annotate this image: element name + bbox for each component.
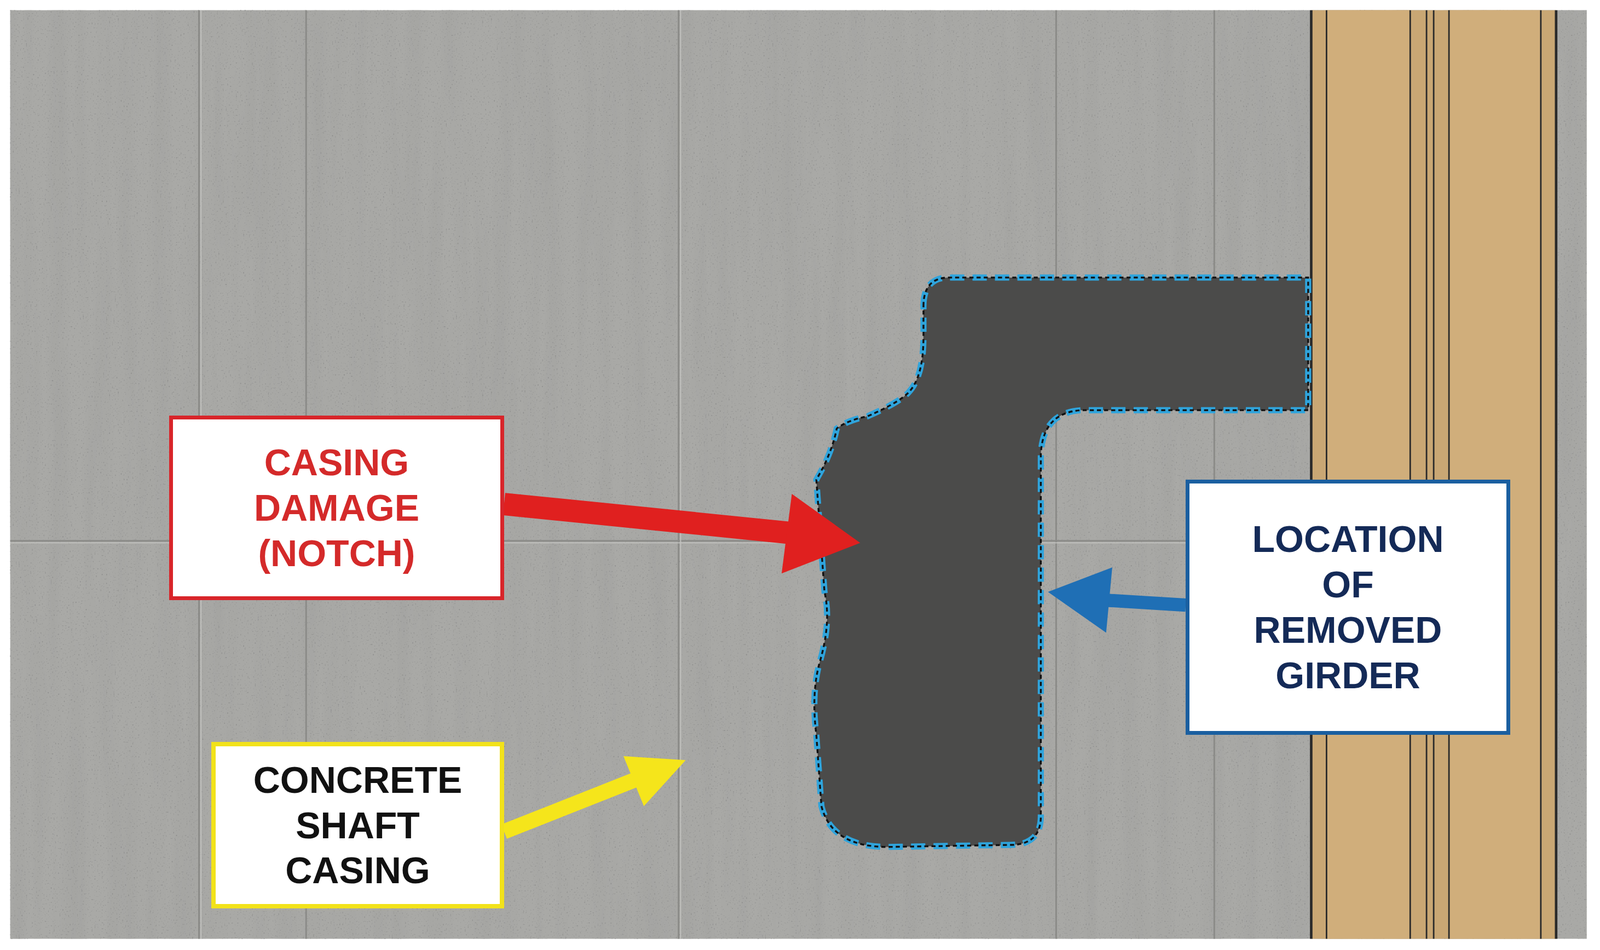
girder-band <box>1326 10 1411 939</box>
arrow-shaft <box>504 504 788 533</box>
seam-highlight <box>679 10 681 939</box>
arrow-shaft <box>504 777 641 832</box>
seam-line <box>1055 10 1057 939</box>
seam-line <box>677 10 680 939</box>
callout-text: CONCRETE SHAFT CASING <box>243 757 473 894</box>
red-arrow <box>504 493 861 574</box>
concrete-texture <box>10 10 1587 939</box>
girder-line <box>1325 10 1328 939</box>
girder-line <box>1409 10 1412 939</box>
formwork-seams <box>10 10 1312 939</box>
girder-line <box>1539 10 1542 939</box>
arrow-head <box>623 755 686 806</box>
concrete-surface <box>10 10 1587 939</box>
girder-line <box>1309 10 1313 939</box>
arrow-shaft <box>1101 599 1186 605</box>
callout-box: LOCATION OF REMOVED GIRDER <box>1185 479 1511 735</box>
girder-line <box>1433 10 1435 939</box>
arrow-head <box>781 493 861 574</box>
girder-lines <box>1310 10 1556 939</box>
girder-line <box>1555 10 1558 939</box>
callout-box: CONCRETE SHAFT CASING <box>211 741 505 909</box>
yellow-arrow <box>504 755 686 832</box>
seam-line <box>1213 10 1216 939</box>
callout-box: CASING DAMAGE (NOTCH) <box>169 415 505 600</box>
seam-highlights <box>10 10 1312 939</box>
callout-text: LOCATION OF REMOVED GIRDER <box>1238 516 1458 698</box>
girder-line <box>1425 10 1428 939</box>
callout-text: CASING DAMAGE (NOTCH) <box>213 439 460 576</box>
girder-strip <box>1310 10 1556 939</box>
concrete-specks <box>10 10 1587 939</box>
girder-line <box>1448 10 1451 939</box>
girder-band <box>1448 10 1541 939</box>
blue-arrow <box>1047 567 1186 633</box>
arrow-head <box>1047 567 1112 633</box>
